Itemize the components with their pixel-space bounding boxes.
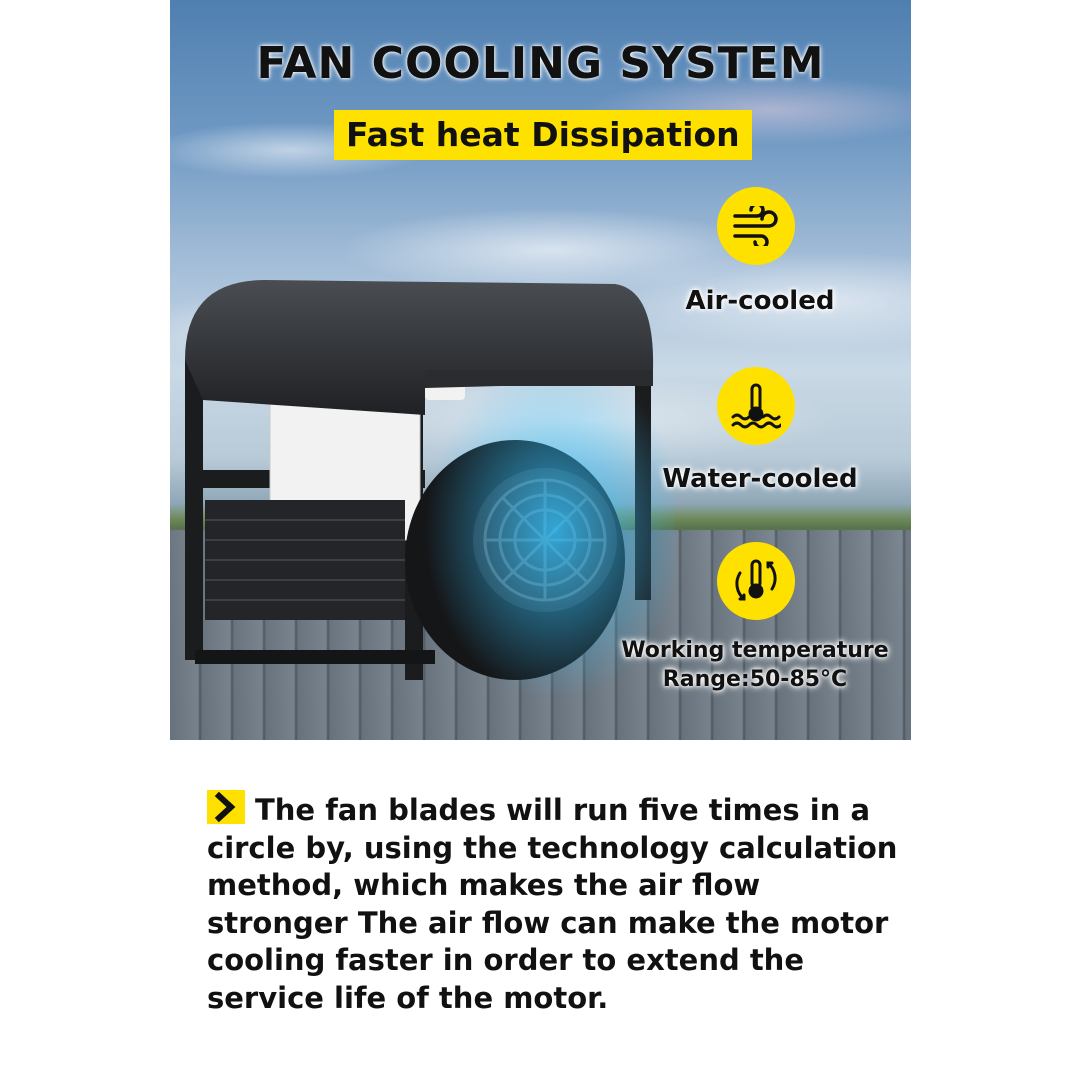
compressor-machine-illustration [185, 280, 675, 700]
feature-label-working-temperature: Working temperature Range:50-85°C [610, 636, 900, 694]
description-text: The fan blades will run five times in a … [207, 793, 898, 1015]
chevron-right-icon [207, 790, 245, 824]
water-temperature-icon [717, 367, 795, 445]
page-title: FAN COOLING SYSTEM [256, 38, 825, 89]
working-temperature-line2: Range:50-85°C [662, 667, 848, 692]
description-paragraph: The fan blades will run five times in a … [207, 790, 907, 1017]
page-subtitle: Fast heat Dissipation [334, 110, 752, 160]
working-temperature-line1: Working temperature [621, 638, 889, 663]
feature-label-air-cooled: Air-cooled [685, 286, 835, 316]
thermometer-cycle-icon [717, 542, 795, 620]
feature-label-water-cooled: Water-cooled [662, 464, 858, 494]
wind-icon [717, 187, 795, 265]
